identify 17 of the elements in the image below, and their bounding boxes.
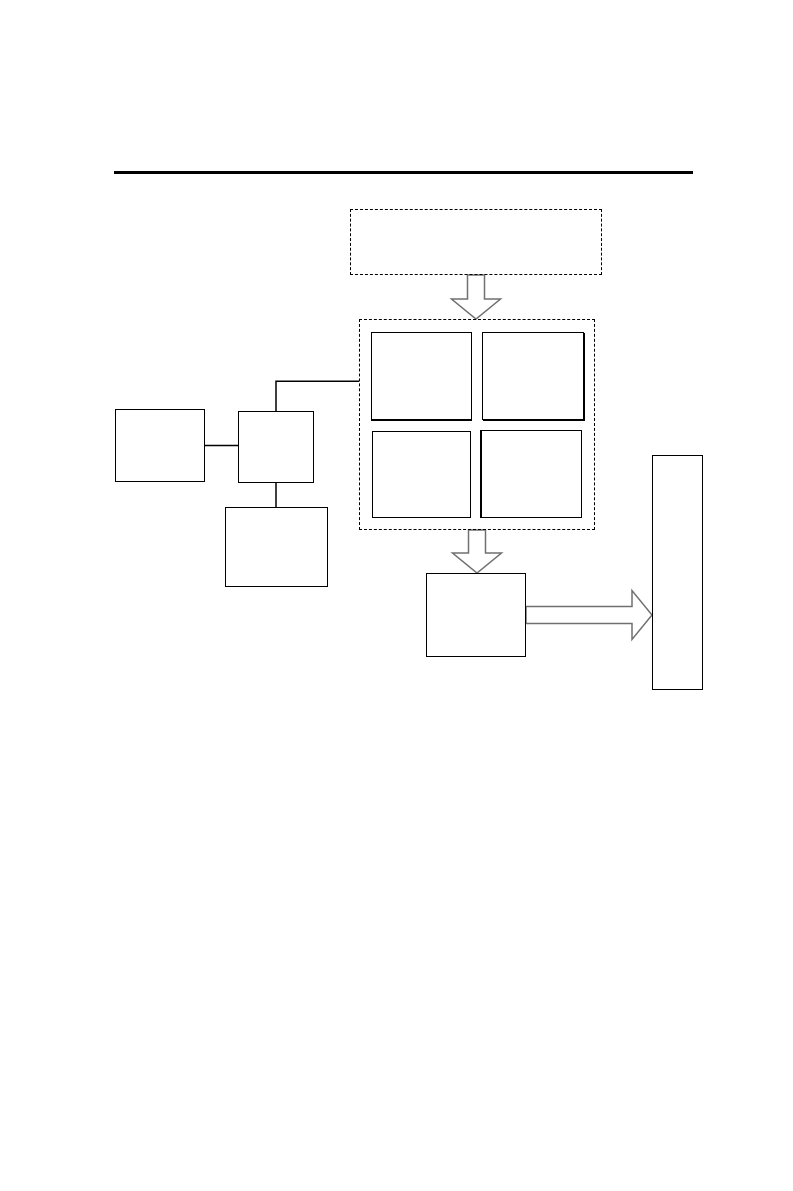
- block-arrow: [449, 274, 503, 320]
- block-box: [238, 411, 314, 483]
- module-box: [372, 431, 471, 518]
- module-box: [481, 430, 582, 518]
- module-box: [371, 332, 472, 420]
- connector-line: [275, 482, 277, 508]
- block-arrow: [450, 529, 504, 574]
- block-box: [115, 409, 205, 482]
- block-box: [426, 573, 526, 657]
- connector-line: [275, 380, 360, 412]
- group-frame: [359, 319, 595, 530]
- block-arrow: [525, 588, 653, 642]
- block-box: [225, 507, 328, 587]
- module-box: [482, 332, 584, 420]
- dashed-box: [350, 209, 602, 275]
- connector-line: [204, 444, 239, 447]
- tall-box: [652, 455, 703, 690]
